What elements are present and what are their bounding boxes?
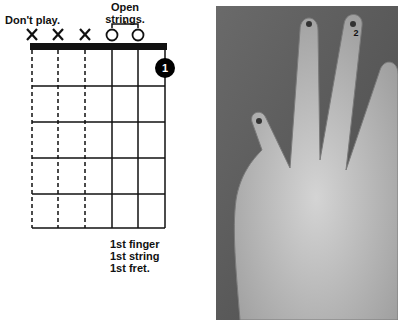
- strings: [32, 50, 165, 228]
- finger-note: 1st finger 1st string 1st fret.: [110, 238, 172, 274]
- open-strings-note: Open strings.: [100, 1, 150, 25]
- open-string-marks: [107, 30, 144, 41]
- callout-number: 1: [162, 62, 168, 74]
- hand-photo: [216, 6, 398, 320]
- frets: [32, 86, 165, 228]
- mute-note: Don't play.: [5, 14, 105, 26]
- finger-dot: 1: [155, 58, 175, 78]
- mute-marks: [27, 29, 90, 40]
- finger-number: 2: [349, 27, 363, 39]
- nut: [30, 43, 167, 50]
